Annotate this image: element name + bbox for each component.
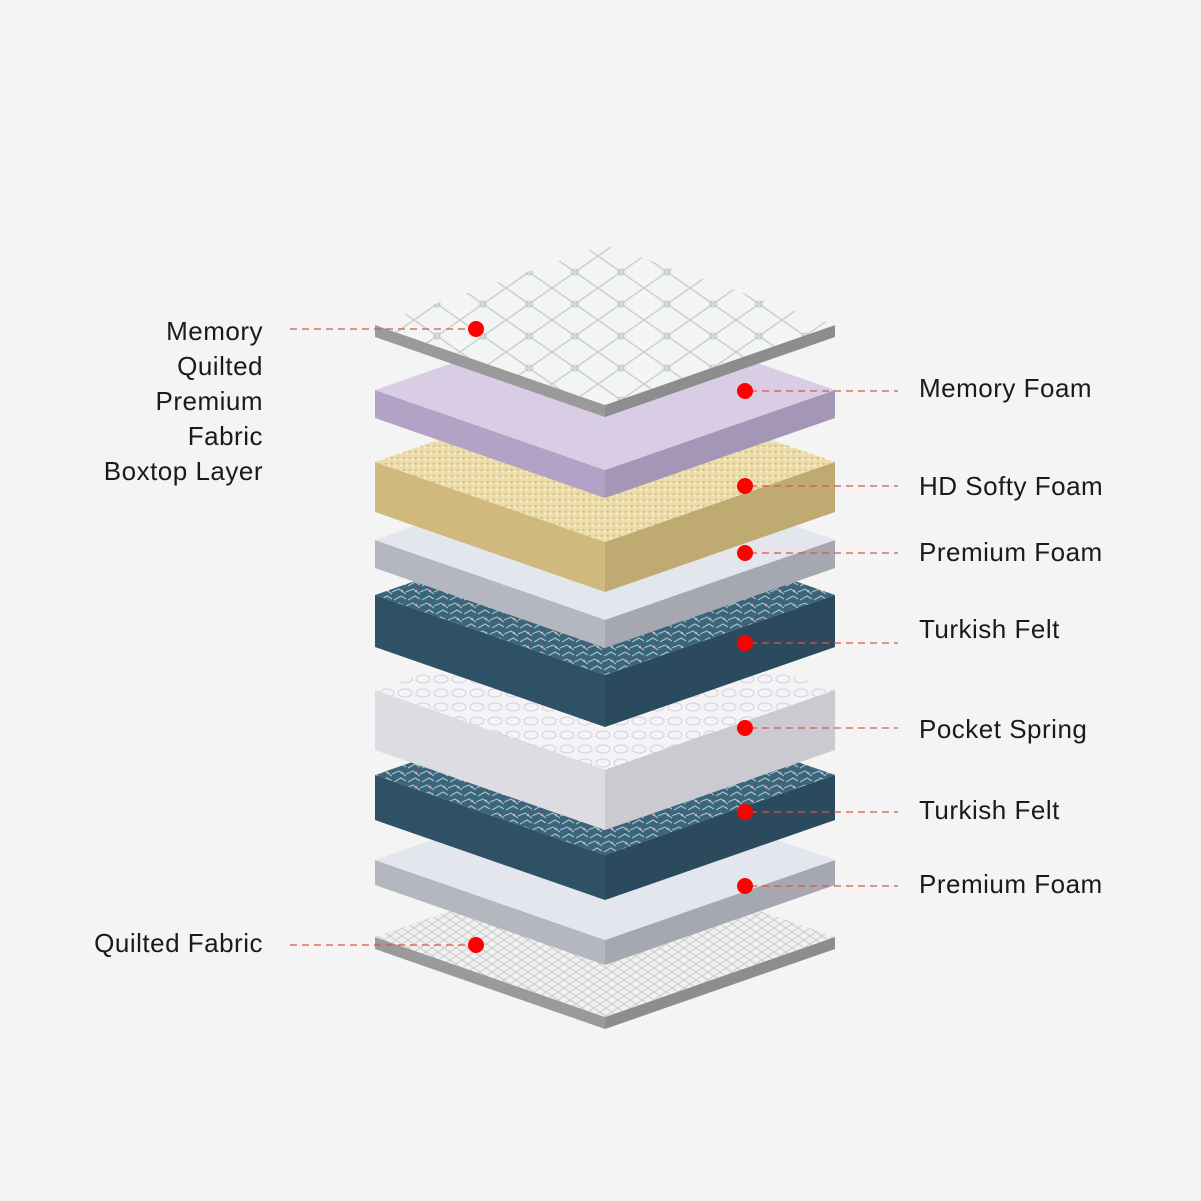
label-turkish-felt: Turkish Felt — [919, 614, 1060, 644]
marker-dot-turkish-felt — [737, 635, 753, 651]
turkish-felt-right-side — [605, 595, 835, 727]
marker-dot-quilted-fabric — [468, 937, 484, 953]
premium-foam-right-shade — [605, 540, 835, 648]
marker-dot-memory-quilted-boxtop — [468, 321, 484, 337]
turkish-felt-right-shade — [605, 595, 835, 727]
label-pocket-spring: Pocket Spring — [919, 714, 1088, 744]
label-quilted-fabric: Quilted Fabric — [94, 926, 263, 961]
marker-dot-turkish-felt — [737, 804, 753, 820]
label-premium-foam: Premium Foam — [919, 537, 1103, 567]
pocket-spring-left-side — [375, 690, 605, 830]
quilted-fabric-right-side — [605, 937, 835, 1029]
turkish-felt-right-side — [605, 775, 835, 900]
quilted-fabric-left-side — [375, 937, 605, 1029]
turkish-felt-left-side — [375, 775, 605, 900]
quilted-boxtop-right-side — [605, 325, 835, 417]
label-premium-foam: Premium Foam — [919, 869, 1103, 899]
label-line: Memory — [166, 316, 263, 346]
label-turkish-felt: Turkish Felt — [919, 795, 1060, 825]
memory-foam-right-side — [605, 390, 835, 498]
label-line: Premium — [155, 386, 263, 416]
marker-dot-memory-foam — [737, 383, 753, 399]
quilted-boxtop-right-shade — [605, 325, 835, 417]
label-memory-quilted-boxtop: Memory Quilted Premium Fabric Boxtop Lay… — [104, 314, 263, 489]
marker-dot-pocket-spring — [737, 720, 753, 736]
marker-dot-premium-foam — [737, 545, 753, 561]
premium-foam-right-side — [605, 540, 835, 648]
pocket-spring-right-side — [605, 690, 835, 830]
pocket-spring-right-shade — [605, 690, 835, 830]
memory-foam-left-side — [375, 390, 605, 498]
hd-softy-foam-left-side — [375, 462, 605, 592]
turkish-felt-left-side — [375, 595, 605, 727]
quilted-boxtop-left-side — [375, 325, 605, 417]
premium-foam-left-side — [375, 540, 605, 648]
label-hd-softy-foam: HD Softy Foam — [919, 471, 1104, 501]
memory-foam-right-shade — [605, 390, 835, 498]
label-memory-foam: Memory Foam — [919, 373, 1093, 403]
premium-foam-left-side — [375, 860, 605, 965]
label-line: Boxtop Layer — [103, 456, 263, 486]
marker-dot-hd-softy-foam — [737, 478, 753, 494]
label-line: Fabric — [187, 421, 263, 451]
turkish-felt-right-shade — [605, 775, 835, 900]
quilted-boxtop-top-face — [375, 245, 835, 405]
hd-softy-foam-right-side — [605, 462, 835, 592]
hd-softy-foam-right-shade — [605, 462, 835, 592]
label-line: Quilted Fabric — [94, 928, 263, 958]
quilted-fabric-right-shade — [605, 937, 835, 1029]
marker-dot-premium-foam — [737, 878, 753, 894]
label-line: Quilted — [177, 351, 263, 381]
